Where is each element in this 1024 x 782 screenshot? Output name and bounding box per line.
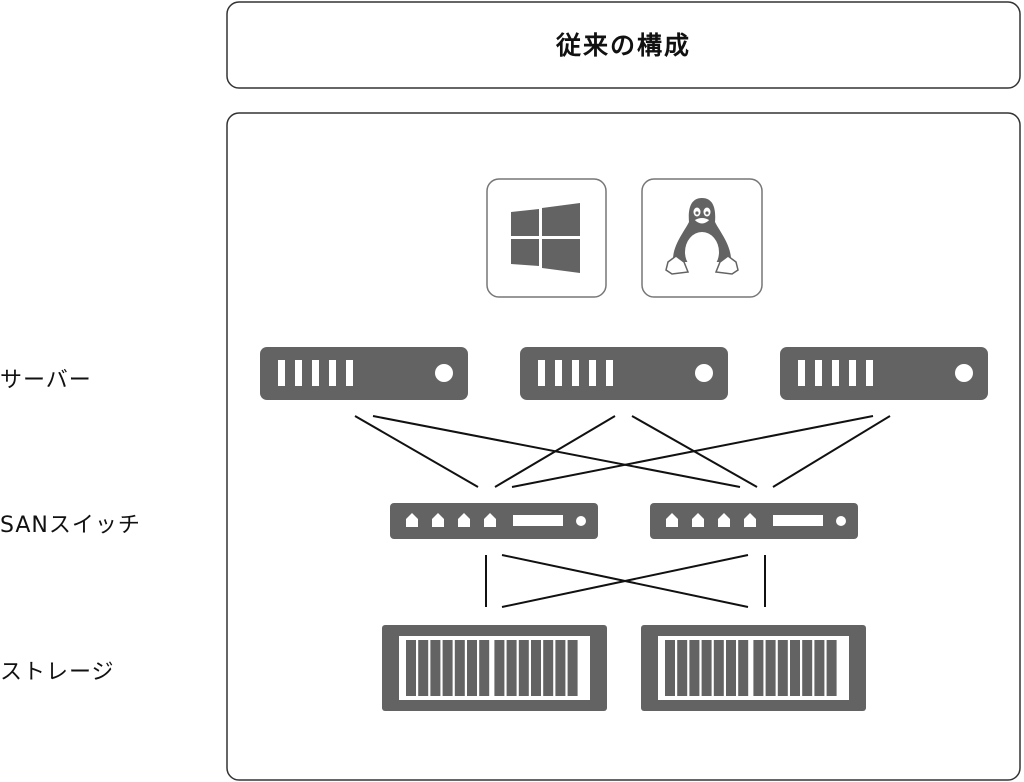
main-frame	[226, 112, 1021, 781]
server-switch-link	[354, 415, 479, 488]
drive-slot	[798, 360, 805, 386]
san-switch-2	[650, 503, 858, 539]
disk-drive	[454, 640, 465, 696]
port-icon	[484, 513, 496, 527]
drive-slot	[312, 360, 319, 386]
drive-slot	[832, 360, 839, 386]
disk-drive	[494, 640, 505, 696]
drive-slot	[849, 360, 856, 386]
port-icon	[432, 513, 444, 527]
disk-drive	[765, 640, 776, 696]
disk-drive	[802, 640, 813, 696]
storage-array-2	[641, 625, 866, 711]
drive-slot	[295, 360, 302, 386]
disk-drive	[479, 640, 490, 696]
disk-drive	[713, 640, 724, 696]
disk-drive	[555, 640, 566, 696]
row-label-san-switches: SANスイッチ	[0, 513, 141, 538]
drive-slot	[278, 360, 285, 386]
server-switch-link	[772, 415, 891, 488]
port-icon	[666, 513, 678, 527]
disk-drive	[689, 640, 700, 696]
port-icon	[692, 513, 704, 527]
drive-slot	[572, 360, 579, 386]
disk-drive	[543, 640, 554, 696]
windows-icon	[511, 203, 580, 273]
status-led	[836, 516, 846, 526]
drive-slot	[606, 360, 613, 386]
row-label-storage: ストレージ	[0, 660, 115, 685]
drive-slot	[866, 360, 873, 386]
disk-drive	[567, 640, 578, 696]
port-icon	[406, 513, 418, 527]
disk-drive	[430, 640, 441, 696]
linux-box	[641, 178, 763, 298]
power-led	[695, 364, 713, 382]
disk-drive	[406, 640, 416, 696]
port-icon	[458, 513, 470, 527]
disk-drive	[518, 640, 529, 696]
row-label-servers: サーバー	[0, 368, 92, 393]
disk-drive	[531, 640, 541, 696]
server-switch-link	[511, 415, 874, 488]
power-led	[955, 364, 973, 382]
switch-display	[513, 515, 563, 526]
connection-lines	[354, 415, 891, 608]
disk-drive	[665, 640, 675, 696]
disk-drive	[826, 640, 837, 696]
disk-drive	[418, 640, 429, 696]
drive-slot	[329, 360, 336, 386]
port-icon	[718, 513, 730, 527]
disk-drive	[777, 640, 788, 696]
title-frame	[226, 1, 1021, 89]
power-led	[435, 364, 453, 382]
drive-slot	[815, 360, 822, 386]
disk-drive	[738, 640, 749, 696]
disk-drive	[790, 640, 800, 696]
drive-slot	[538, 360, 545, 386]
disk-drive	[814, 640, 825, 696]
disk-drive	[677, 640, 688, 696]
disk-drive	[726, 640, 736, 696]
disk-drive	[442, 640, 453, 696]
port-icon	[744, 513, 756, 527]
switch-storage-link	[501, 554, 749, 608]
disk-drive	[701, 640, 712, 696]
disk-drive	[753, 640, 764, 696]
server-1	[260, 347, 468, 400]
drive-slot	[346, 360, 353, 386]
disk-drive	[467, 640, 477, 696]
drive-slot	[555, 360, 562, 386]
server-switch-link	[494, 415, 616, 488]
storage-array-1	[382, 625, 607, 711]
page-title: 従来の構成	[555, 31, 691, 60]
disk-drive	[506, 640, 517, 696]
server-2	[520, 347, 728, 400]
server-3	[780, 347, 988, 400]
switch-display	[773, 515, 823, 526]
status-led	[576, 516, 586, 526]
drive-slot	[589, 360, 596, 386]
san-switch-1	[390, 503, 598, 539]
linux-penguin-icon	[665, 198, 739, 275]
windows-box	[486, 178, 607, 298]
